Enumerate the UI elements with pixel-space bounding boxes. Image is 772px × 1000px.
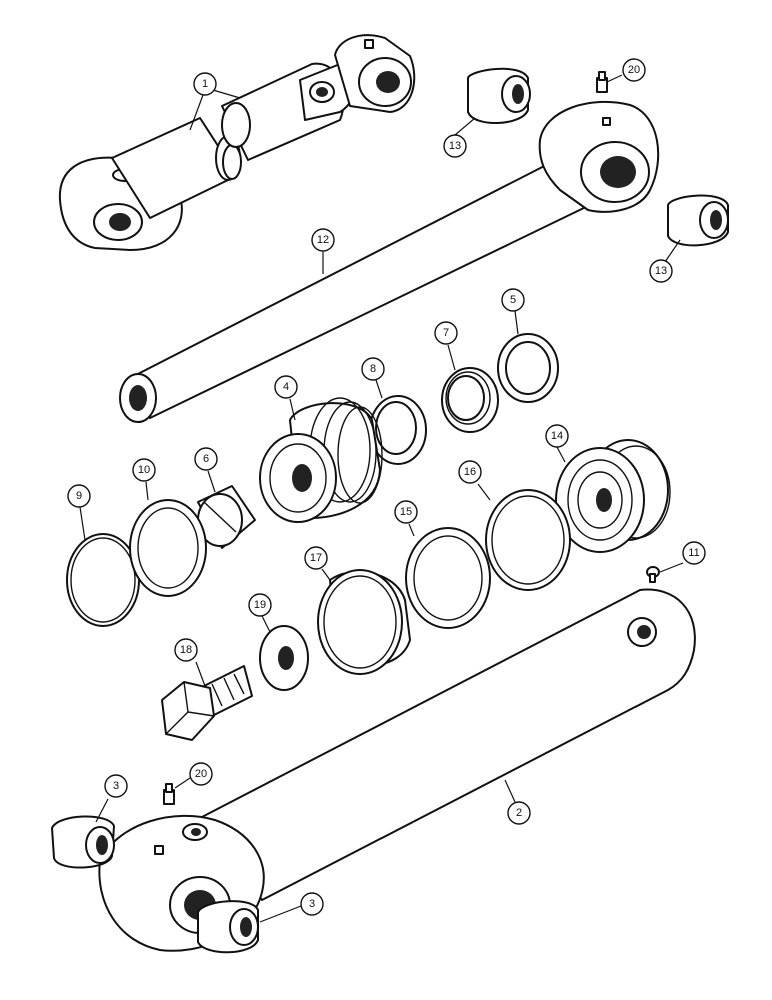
callout-6: 6 — [194, 447, 218, 471]
callout-2: 2 — [507, 801, 531, 825]
bushing-part-3-right — [197, 900, 259, 954]
hex-bolt-part-18 — [161, 665, 253, 741]
wear-band-part-17 — [317, 569, 411, 675]
svg-text:9: 9 — [76, 490, 82, 502]
bushing-part-13-top — [467, 67, 531, 124]
svg-text:7: 7 — [443, 327, 449, 339]
svg-text:3: 3 — [113, 780, 119, 792]
assembled-cylinder-part-1 — [58, 34, 416, 251]
nut-part-6 — [197, 485, 256, 549]
wear-ring-part-5 — [497, 333, 559, 403]
seal-part-7 — [441, 367, 499, 433]
svg-text:16: 16 — [464, 466, 476, 478]
svg-text:10: 10 — [138, 464, 150, 476]
svg-text:6: 6 — [203, 453, 209, 465]
callout-8: 8 — [361, 357, 385, 381]
svg-text:3: 3 — [309, 898, 315, 910]
svg-text:18: 18 — [180, 644, 192, 656]
seal-ring-part-15 — [405, 527, 491, 629]
callout-13-right: 13 — [649, 259, 673, 283]
svg-text:19: 19 — [254, 599, 266, 611]
svg-text:20: 20 — [628, 64, 640, 76]
wiper-seal-part-8 — [369, 395, 427, 465]
svg-text:13: 13 — [449, 140, 461, 152]
svg-text:13: 13 — [655, 265, 667, 277]
svg-text:12: 12 — [317, 234, 329, 246]
callout-15: 15 — [394, 500, 418, 524]
callout-16: 16 — [458, 460, 482, 484]
washer-part-19 — [259, 625, 309, 691]
callout-11: 11 — [682, 541, 706, 565]
callout-4: 4 — [274, 375, 298, 399]
set-screw-part-11 — [646, 566, 660, 583]
callout-13-top: 13 — [443, 134, 467, 158]
callout-19: 19 — [248, 593, 272, 617]
cylinder-head-part-4 — [259, 397, 383, 523]
callout-12: 12 — [311, 228, 335, 252]
svg-text:4: 4 — [283, 381, 289, 393]
svg-text:20: 20 — [195, 768, 207, 780]
callout-5: 5 — [501, 288, 525, 312]
callout-18: 18 — [174, 638, 198, 662]
svg-text:11: 11 — [688, 547, 699, 559]
callout-20-bottom: 20 — [189, 762, 213, 786]
svg-text:1: 1 — [202, 78, 208, 90]
callout-17: 17 — [304, 546, 328, 570]
callout-20-top: 20 — [622, 58, 646, 82]
piston-part-14 — [555, 439, 671, 553]
callout-10: 10 — [132, 458, 156, 482]
svg-text:2: 2 — [516, 807, 522, 819]
callout-3-left: 3 — [104, 774, 128, 798]
ring-part-16 — [485, 489, 571, 591]
grease-fitting-part-20-top — [596, 71, 608, 93]
callout-7: 7 — [434, 321, 458, 345]
bushing-part-13-right — [667, 194, 729, 247]
svg-text:17: 17 — [310, 552, 322, 564]
callout-14: 14 — [545, 424, 569, 448]
callout-1: 1 — [193, 72, 217, 96]
grease-fitting-part-20-bottom — [163, 783, 175, 805]
svg-text:14: 14 — [551, 430, 563, 442]
backup-ring-part-10 — [129, 499, 207, 597]
svg-text:15: 15 — [400, 506, 412, 518]
piston-rod-part-12 — [119, 100, 660, 423]
callout-9: 9 — [67, 484, 91, 508]
svg-text:5: 5 — [510, 294, 516, 306]
callout-3-right: 3 — [300, 892, 324, 916]
svg-text:8: 8 — [370, 363, 376, 375]
bushing-part-3-left — [51, 815, 115, 869]
leader-lines — [79, 74, 684, 923]
o-ring-part-9 — [66, 533, 140, 627]
